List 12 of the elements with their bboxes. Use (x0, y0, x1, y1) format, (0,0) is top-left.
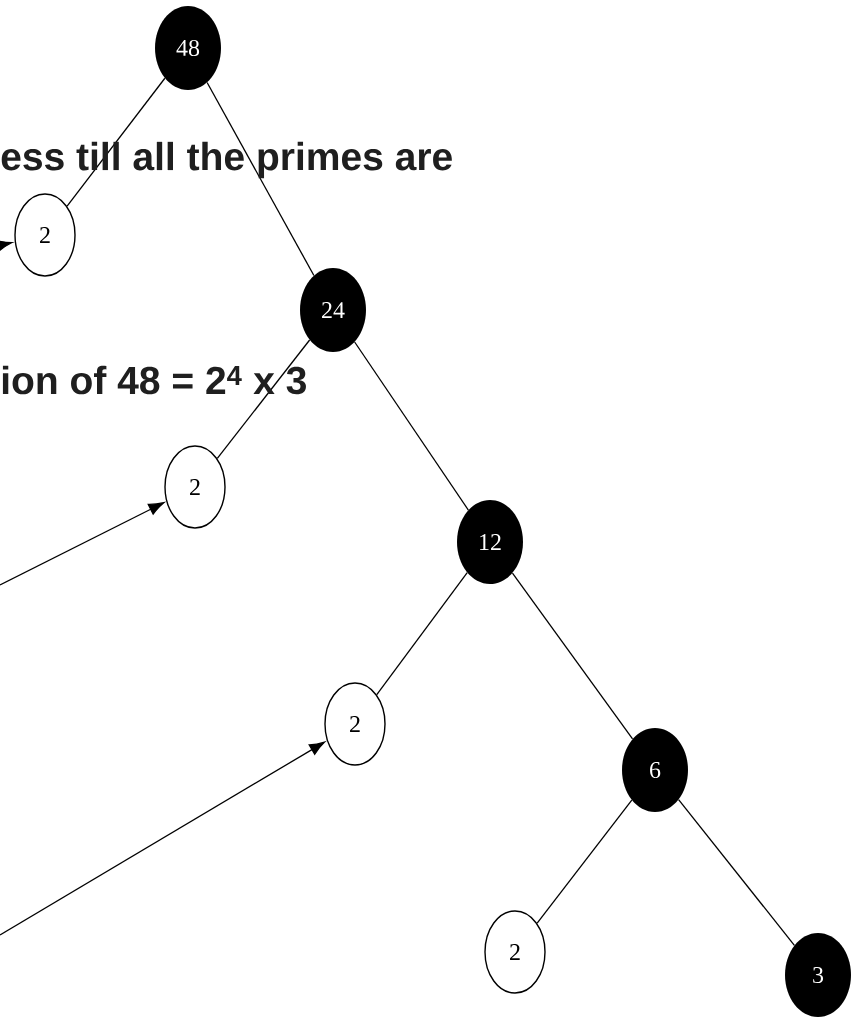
arrow (0, 239, 13, 252)
text-line: ion of 48 = 2$^{4}$ x 3 (2, 365, 306, 395)
branch-line (66, 77, 166, 207)
arrow (0, 741, 326, 936)
branch-line (677, 799, 796, 946)
branch-line (216, 339, 311, 460)
branch-line (511, 572, 634, 740)
branch-line (376, 572, 468, 696)
branch-line (206, 81, 315, 277)
arrow (0, 502, 165, 586)
branch-line (536, 799, 633, 924)
branch-line (354, 341, 469, 511)
